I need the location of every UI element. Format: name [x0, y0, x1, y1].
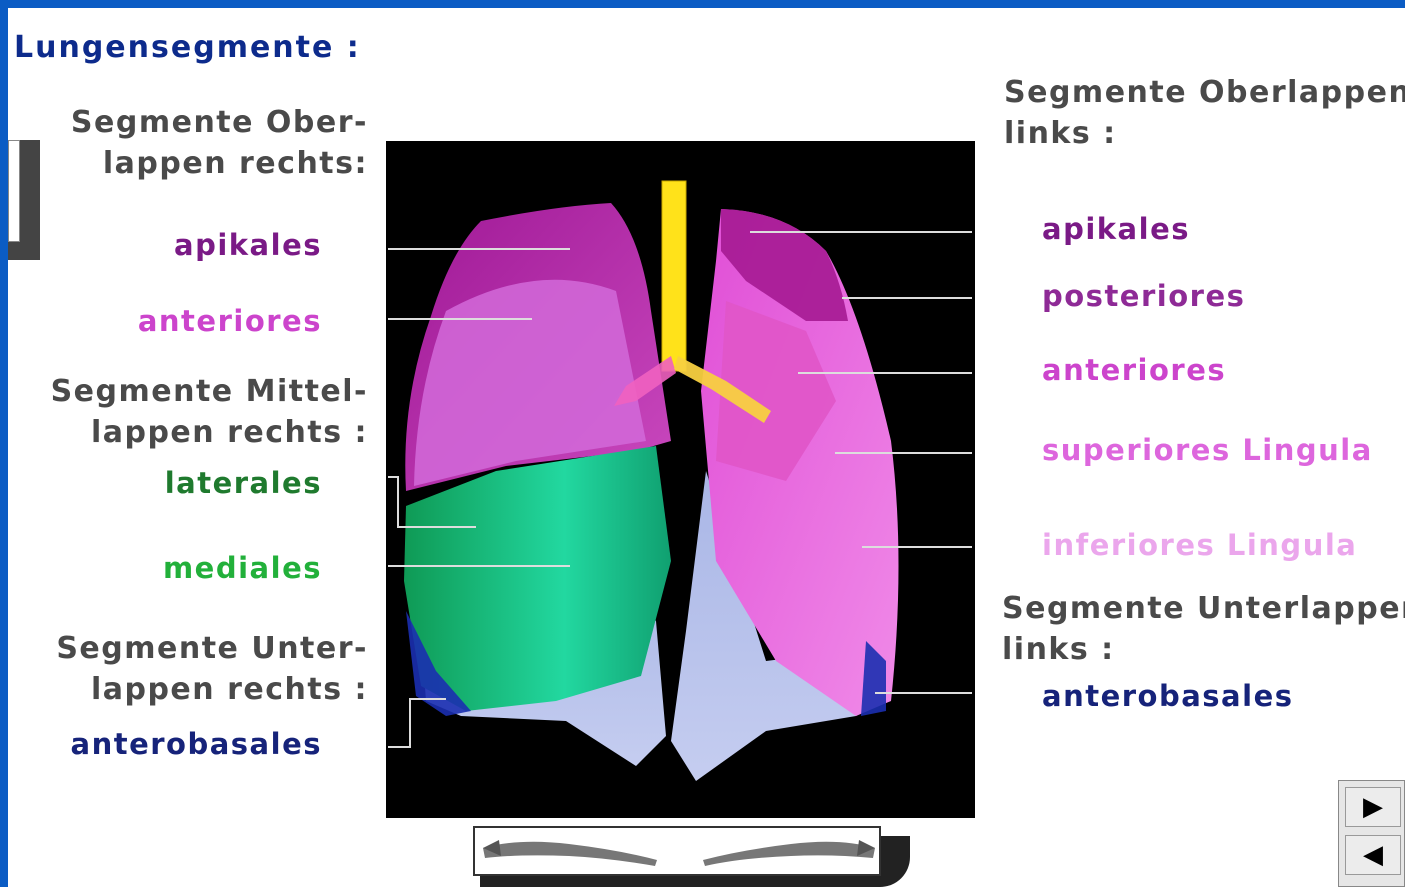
header-left-lower-lobe: Segmente Unterlappen links :	[1002, 588, 1405, 670]
header-left-upper-lobe: Segmente Oberlappen links :	[1004, 72, 1405, 154]
label-right-laterales: laterales	[165, 466, 322, 500]
rotation-control-bar[interactable]	[473, 826, 881, 876]
left-edge-decoration	[8, 140, 40, 260]
label-left-anterobasales: anterobasales	[1042, 679, 1294, 713]
right-lung-middle-lobe	[404, 446, 671, 711]
rotate-left-arrow-icon[interactable]	[479, 834, 659, 870]
triangle-left-icon: ◀	[1363, 840, 1383, 870]
label-right-anterobasales: anterobasales	[71, 727, 323, 761]
label-right-anteriores: anteriores	[138, 304, 322, 338]
label-right-mediales: mediales	[163, 551, 322, 585]
header-right-middle-lobe: Segmente Mittel- lappen rechts :	[51, 371, 368, 453]
frame-left-border	[0, 0, 8, 887]
label-left-apikales: apikales	[1042, 212, 1190, 246]
header-right-upper-lobe: Segmente Ober- lappen rechts:	[71, 102, 368, 184]
next-button[interactable]: ▶	[1345, 787, 1401, 827]
label-left-inferiores-lingula: inferiores Lingula	[1042, 528, 1357, 562]
rotate-right-arrow-icon[interactable]	[701, 834, 879, 870]
label-left-superiores-lingula: superiores Lingula	[1042, 433, 1373, 467]
label-left-anteriores: anteriores	[1042, 353, 1226, 387]
label-left-posteriores: posteriores	[1042, 279, 1245, 313]
trachea	[662, 181, 686, 371]
lung-illustration	[386, 141, 975, 818]
label-right-apikales: apikales	[174, 228, 322, 262]
frame-top-border	[0, 0, 1405, 8]
previous-button[interactable]: ◀	[1345, 835, 1401, 875]
header-right-lower-lobe: Segmente Unter- lappen rechts :	[56, 628, 368, 710]
lung-illustration-panel	[386, 141, 975, 818]
side-navigation: ▶ ◀	[1338, 780, 1405, 887]
triangle-right-icon: ▶	[1363, 792, 1383, 822]
page-title: Lungensegmente :	[14, 30, 361, 65]
